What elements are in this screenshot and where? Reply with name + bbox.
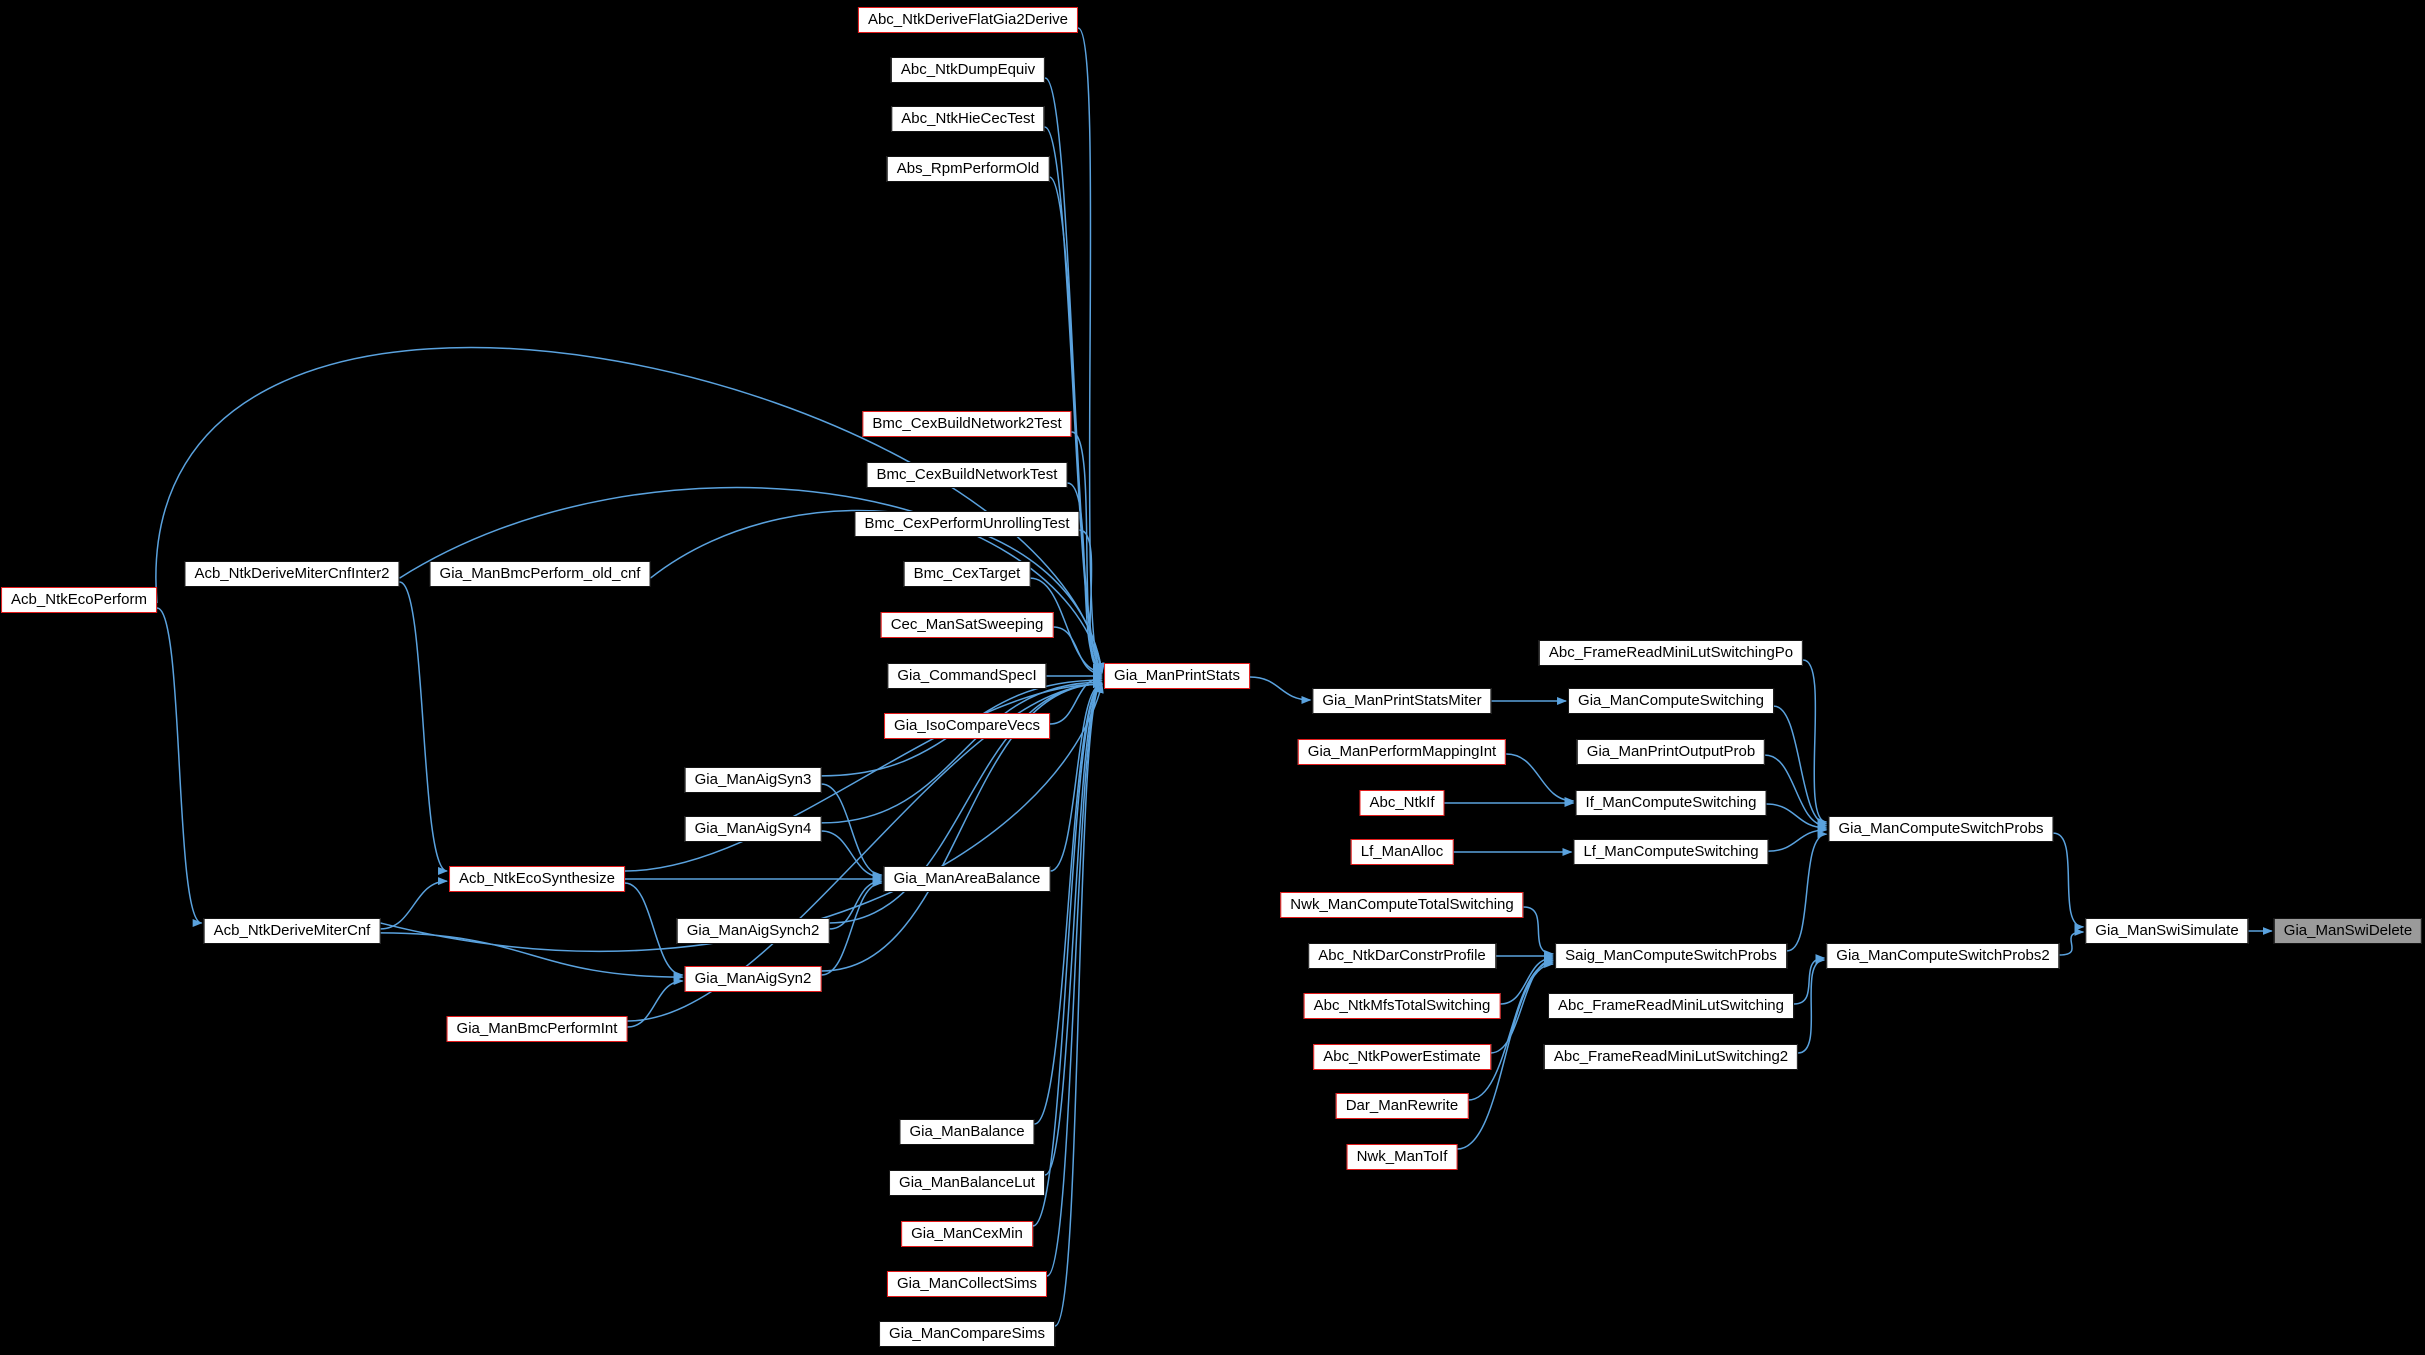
graph-node-Gia_ManCompareSims[interactable]: Gia_ManCompareSims — [879, 1321, 1055, 1347]
graph-node-Acb_NtkEcoPerform[interactable]: Acb_NtkEcoPerform — [1, 587, 157, 613]
edge-Abc_FrameReadMiniLutSwitching2--Gia_ManComputeSwitchProbs2 — [1798, 956, 1826, 1054]
edge-Bmc_CexTarget--Gia_ManPrintStats — [1030, 577, 1104, 676]
edge-Acb_NtkDeriveMiterCnfInter2--Acb_NtkEcoSynthesize — [399, 581, 449, 875]
edge-Gia_ManAigSyn4--Gia_ManAreaBalance — [821, 830, 883, 881]
graph-node-Acb_NtkDeriveMiterCnf[interactable]: Acb_NtkDeriveMiterCnf — [203, 918, 381, 944]
graph-node-If_ManComputeSwitching[interactable]: If_ManComputeSwitching — [1575, 790, 1767, 816]
graph-node-Cec_ManSatSweeping[interactable]: Cec_ManSatSweeping — [880, 612, 1054, 638]
graph-node-Abc_FrameReadMiniLutSwitchingPo[interactable]: Abc_FrameReadMiniLutSwitchingPo — [1538, 640, 1804, 666]
edge-Gia_ManBmcPerformInt--Gia_ManAigSyn2 — [627, 977, 684, 1028]
edge-Gia_ManPrintStats--Gia_ManPrintStatsMiter — [1249, 676, 1312, 704]
graph-node-Bmc_CexBuildNetworkTest[interactable]: Bmc_CexBuildNetworkTest — [866, 462, 1068, 488]
edge-Acb_NtkDeriveMiterCnf--Gia_ManPrintStats — [380, 683, 1104, 953]
edge-Gia_ManCollectSims--Gia_ManPrintStats — [1046, 680, 1104, 1277]
edge-Bmc_CexBuildNetworkTest--Gia_ManPrintStats — [1067, 482, 1104, 672]
graph-node-Gia_ManComputeSwitchProbs[interactable]: Gia_ManComputeSwitchProbs — [1828, 816, 2054, 842]
edge-Gia_ManAigSyn3--Gia_ManAreaBalance — [821, 783, 883, 880]
graph-node-Gia_ManPrintStats[interactable]: Gia_ManPrintStats — [1104, 663, 1250, 689]
edge-Acb_NtkEcoPerform--Gia_ManPrintStats — [155, 346, 1105, 674]
graph-node-Saig_ManComputeSwitchProbs[interactable]: Saig_ManComputeSwitchProbs — [1555, 943, 1787, 969]
edge-Gia_ManAigSyn2--Gia_ManAreaBalance — [821, 879, 883, 976]
graph-node-Gia_ManComputeSwitchProbs2[interactable]: Gia_ManComputeSwitchProbs2 — [1826, 943, 2060, 969]
edge-Abc_FrameReadMiniLutSwitchingPo--Gia_ManComputeSwitchProbs — [1802, 659, 1828, 826]
edge-Gia_ManAreaBalance--Gia_ManPrintStats — [1050, 680, 1104, 872]
graph-node-Bmc_CexPerformUnrollingTest[interactable]: Bmc_CexPerformUnrollingTest — [854, 511, 1080, 537]
edge-Acb_NtkDeriveMiterCnf--Acb_NtkEcoSynthesize — [380, 877, 449, 930]
graph-node-Bmc_CexBuildNetwork2Test[interactable]: Bmc_CexBuildNetwork2Test — [862, 411, 1072, 437]
graph-node-Gia_ManSwiSimulate[interactable]: Gia_ManSwiSimulate — [2085, 918, 2249, 944]
edge-Dar_ManRewrite--Saig_ManComputeSwitchProbs — [1468, 958, 1555, 1101]
graph-node-Abs_RpmPerformOld[interactable]: Abs_RpmPerformOld — [886, 156, 1050, 182]
graph-node-Gia_ManAigSyn4[interactable]: Gia_ManAigSyn4 — [684, 816, 822, 842]
graph-node-Gia_ManSwiDelete: Gia_ManSwiDelete — [2273, 918, 2423, 944]
graph-node-Abc_FrameReadMiniLutSwitching[interactable]: Abc_FrameReadMiniLutSwitching — [1548, 993, 1794, 1019]
edge-Gia_ManAigSyn4--Gia_ManPrintStats — [821, 678, 1104, 824]
graph-node-Gia_ManPerformMappingInt[interactable]: Gia_ManPerformMappingInt — [1297, 739, 1507, 765]
edge-Acb_NtkDeriveMiterCnf--Gia_ManAigSyn2 — [380, 932, 684, 982]
edge-Bmc_CexPerformUnrollingTest--Gia_ManPrintStats — [1079, 529, 1104, 674]
edge-Abc_NtkPowerEstimate--Saig_ManComputeSwitchProbs — [1490, 956, 1555, 1054]
graph-node-Lf_ManAlloc[interactable]: Lf_ManAlloc — [1350, 839, 1454, 865]
edge-Gia_ManCompareSims--Gia_ManPrintStats — [1054, 680, 1104, 1327]
graph-node-Gia_ManAreaBalance[interactable]: Gia_ManAreaBalance — [883, 866, 1051, 892]
edge-Gia_ManAigSynch2--Gia_ManPrintStats — [829, 680, 1104, 924]
graph-node-Abc_NtkMfsTotalSwitching[interactable]: Abc_NtkMfsTotalSwitching — [1303, 993, 1501, 1019]
graph-node-Gia_ManAigSyn2[interactable]: Gia_ManAigSyn2 — [684, 966, 822, 992]
graph-node-Gia_ManBalanceLut[interactable]: Gia_ManBalanceLut — [889, 1170, 1045, 1196]
graph-node-Gia_ManCexMin[interactable]: Gia_ManCexMin — [901, 1221, 1033, 1247]
graph-node-Nwk_ManComputeTotalSwitching[interactable]: Nwk_ManComputeTotalSwitching — [1280, 892, 1524, 918]
graph-node-Dar_ManRewrite[interactable]: Dar_ManRewrite — [1335, 1093, 1469, 1119]
graph-node-Gia_CommandSpecI[interactable]: Gia_CommandSpecI — [887, 663, 1047, 689]
edge-Gia_ManPerformMappingInt--If_ManComputeSwitching — [1506, 753, 1575, 805]
edge-Saig_ManComputeSwitchProbs--Gia_ManComputeSwitchProbs — [1786, 830, 1828, 952]
edge-Gia_ManBmcPerformInt--Gia_ManPrintStats — [627, 680, 1104, 1022]
edge-Gia_ManAigSyn2--Gia_ManPrintStats — [821, 680, 1104, 972]
edge-Acb_NtkEcoSynthesize--Gia_ManAigSyn2 — [624, 882, 684, 979]
graph-node-Gia_IsoCompareVecs[interactable]: Gia_IsoCompareVecs — [884, 713, 1050, 739]
graph-node-Nwk_ManToIf[interactable]: Nwk_ManToIf — [1346, 1144, 1458, 1170]
edge-Gia_ManComputeSwitchProbs--Gia_ManSwiSimulate — [2053, 832, 2085, 931]
graph-node-Abc_NtkPowerEstimate[interactable]: Abc_NtkPowerEstimate — [1313, 1044, 1491, 1070]
graph-node-Gia_ManBmcPerformInt[interactable]: Gia_ManBmcPerformInt — [446, 1016, 628, 1042]
edge-Acb_NtkDeriveMiterCnfInter2--Gia_ManPrintStats — [399, 486, 1105, 673]
graph-node-Abc_NtkIf[interactable]: Abc_NtkIf — [1359, 790, 1445, 816]
graph-node-Gia_ManAigSynch2[interactable]: Gia_ManAigSynch2 — [676, 918, 830, 944]
edge-Nwk_ManToIf--Saig_ManComputeSwitchProbs — [1457, 960, 1555, 1150]
edge-Gia_ManComputeSwitchProbs2--Gia_ManSwiSimulate — [2059, 928, 2085, 956]
graph-node-Abc_FrameReadMiniLutSwitching2[interactable]: Abc_FrameReadMiniLutSwitching2 — [1543, 1044, 1799, 1070]
edge-Abc_NtkDeriveFlatGia2Derive--Gia_ManPrintStats — [1077, 27, 1104, 672]
edge-Gia_ManBalanceLut--Gia_ManPrintStats — [1044, 680, 1104, 1176]
edge-Acb_NtkEcoPerform--Acb_NtkDeriveMiterCnf — [156, 607, 203, 927]
graph-node-Lf_ManComputeSwitching[interactable]: Lf_ManComputeSwitching — [1573, 839, 1769, 865]
graph-node-Gia_ManPrintOutputProb[interactable]: Gia_ManPrintOutputProb — [1576, 739, 1766, 765]
graph-node-Bmc_CexTarget[interactable]: Bmc_CexTarget — [903, 561, 1031, 587]
graph-node-Gia_ManCollectSims[interactable]: Gia_ManCollectSims — [886, 1271, 1048, 1297]
edge-Bmc_CexBuildNetwork2Test--Gia_ManPrintStats — [1071, 431, 1104, 672]
graph-node-Gia_ManBalance[interactable]: Gia_ManBalance — [899, 1119, 1035, 1145]
graph-node-Abc_NtkDarConstrProfile[interactable]: Abc_NtkDarConstrProfile — [1308, 943, 1496, 969]
graph-node-Abc_NtkHieCecTest[interactable]: Abc_NtkHieCecTest — [891, 106, 1045, 132]
graph-node-Gia_ManBmcPerform_old_cnf[interactable]: Gia_ManBmcPerform_old_cnf — [429, 561, 651, 587]
edge-Gia_ManBalance--Gia_ManPrintStats — [1034, 680, 1104, 1125]
graph-node-Gia_ManAigSyn3[interactable]: Gia_ManAigSyn3 — [684, 767, 822, 793]
edge-Gia_ManPrintOutputProb--Gia_ManComputeSwitchProbs — [1765, 754, 1828, 830]
graph-node-Gia_ManPrintStatsMiter[interactable]: Gia_ManPrintStatsMiter — [1312, 688, 1492, 714]
edge-Gia_ManCexMin--Gia_ManPrintStats — [1032, 680, 1104, 1227]
graph-node-Acb_NtkEcoSynthesize[interactable]: Acb_NtkEcoSynthesize — [449, 866, 625, 892]
graph-node-Gia_ManComputeSwitching[interactable]: Gia_ManComputeSwitching — [1568, 688, 1774, 714]
graph-node-Acb_NtkDeriveMiterCnfInter2[interactable]: Acb_NtkDeriveMiterCnfInter2 — [184, 561, 400, 587]
graph-node-Abc_NtkDumpEquiv[interactable]: Abc_NtkDumpEquiv — [890, 57, 1046, 83]
graph-node-Abc_NtkDeriveFlatGia2Derive[interactable]: Abc_NtkDeriveFlatGia2Derive — [857, 7, 1079, 33]
